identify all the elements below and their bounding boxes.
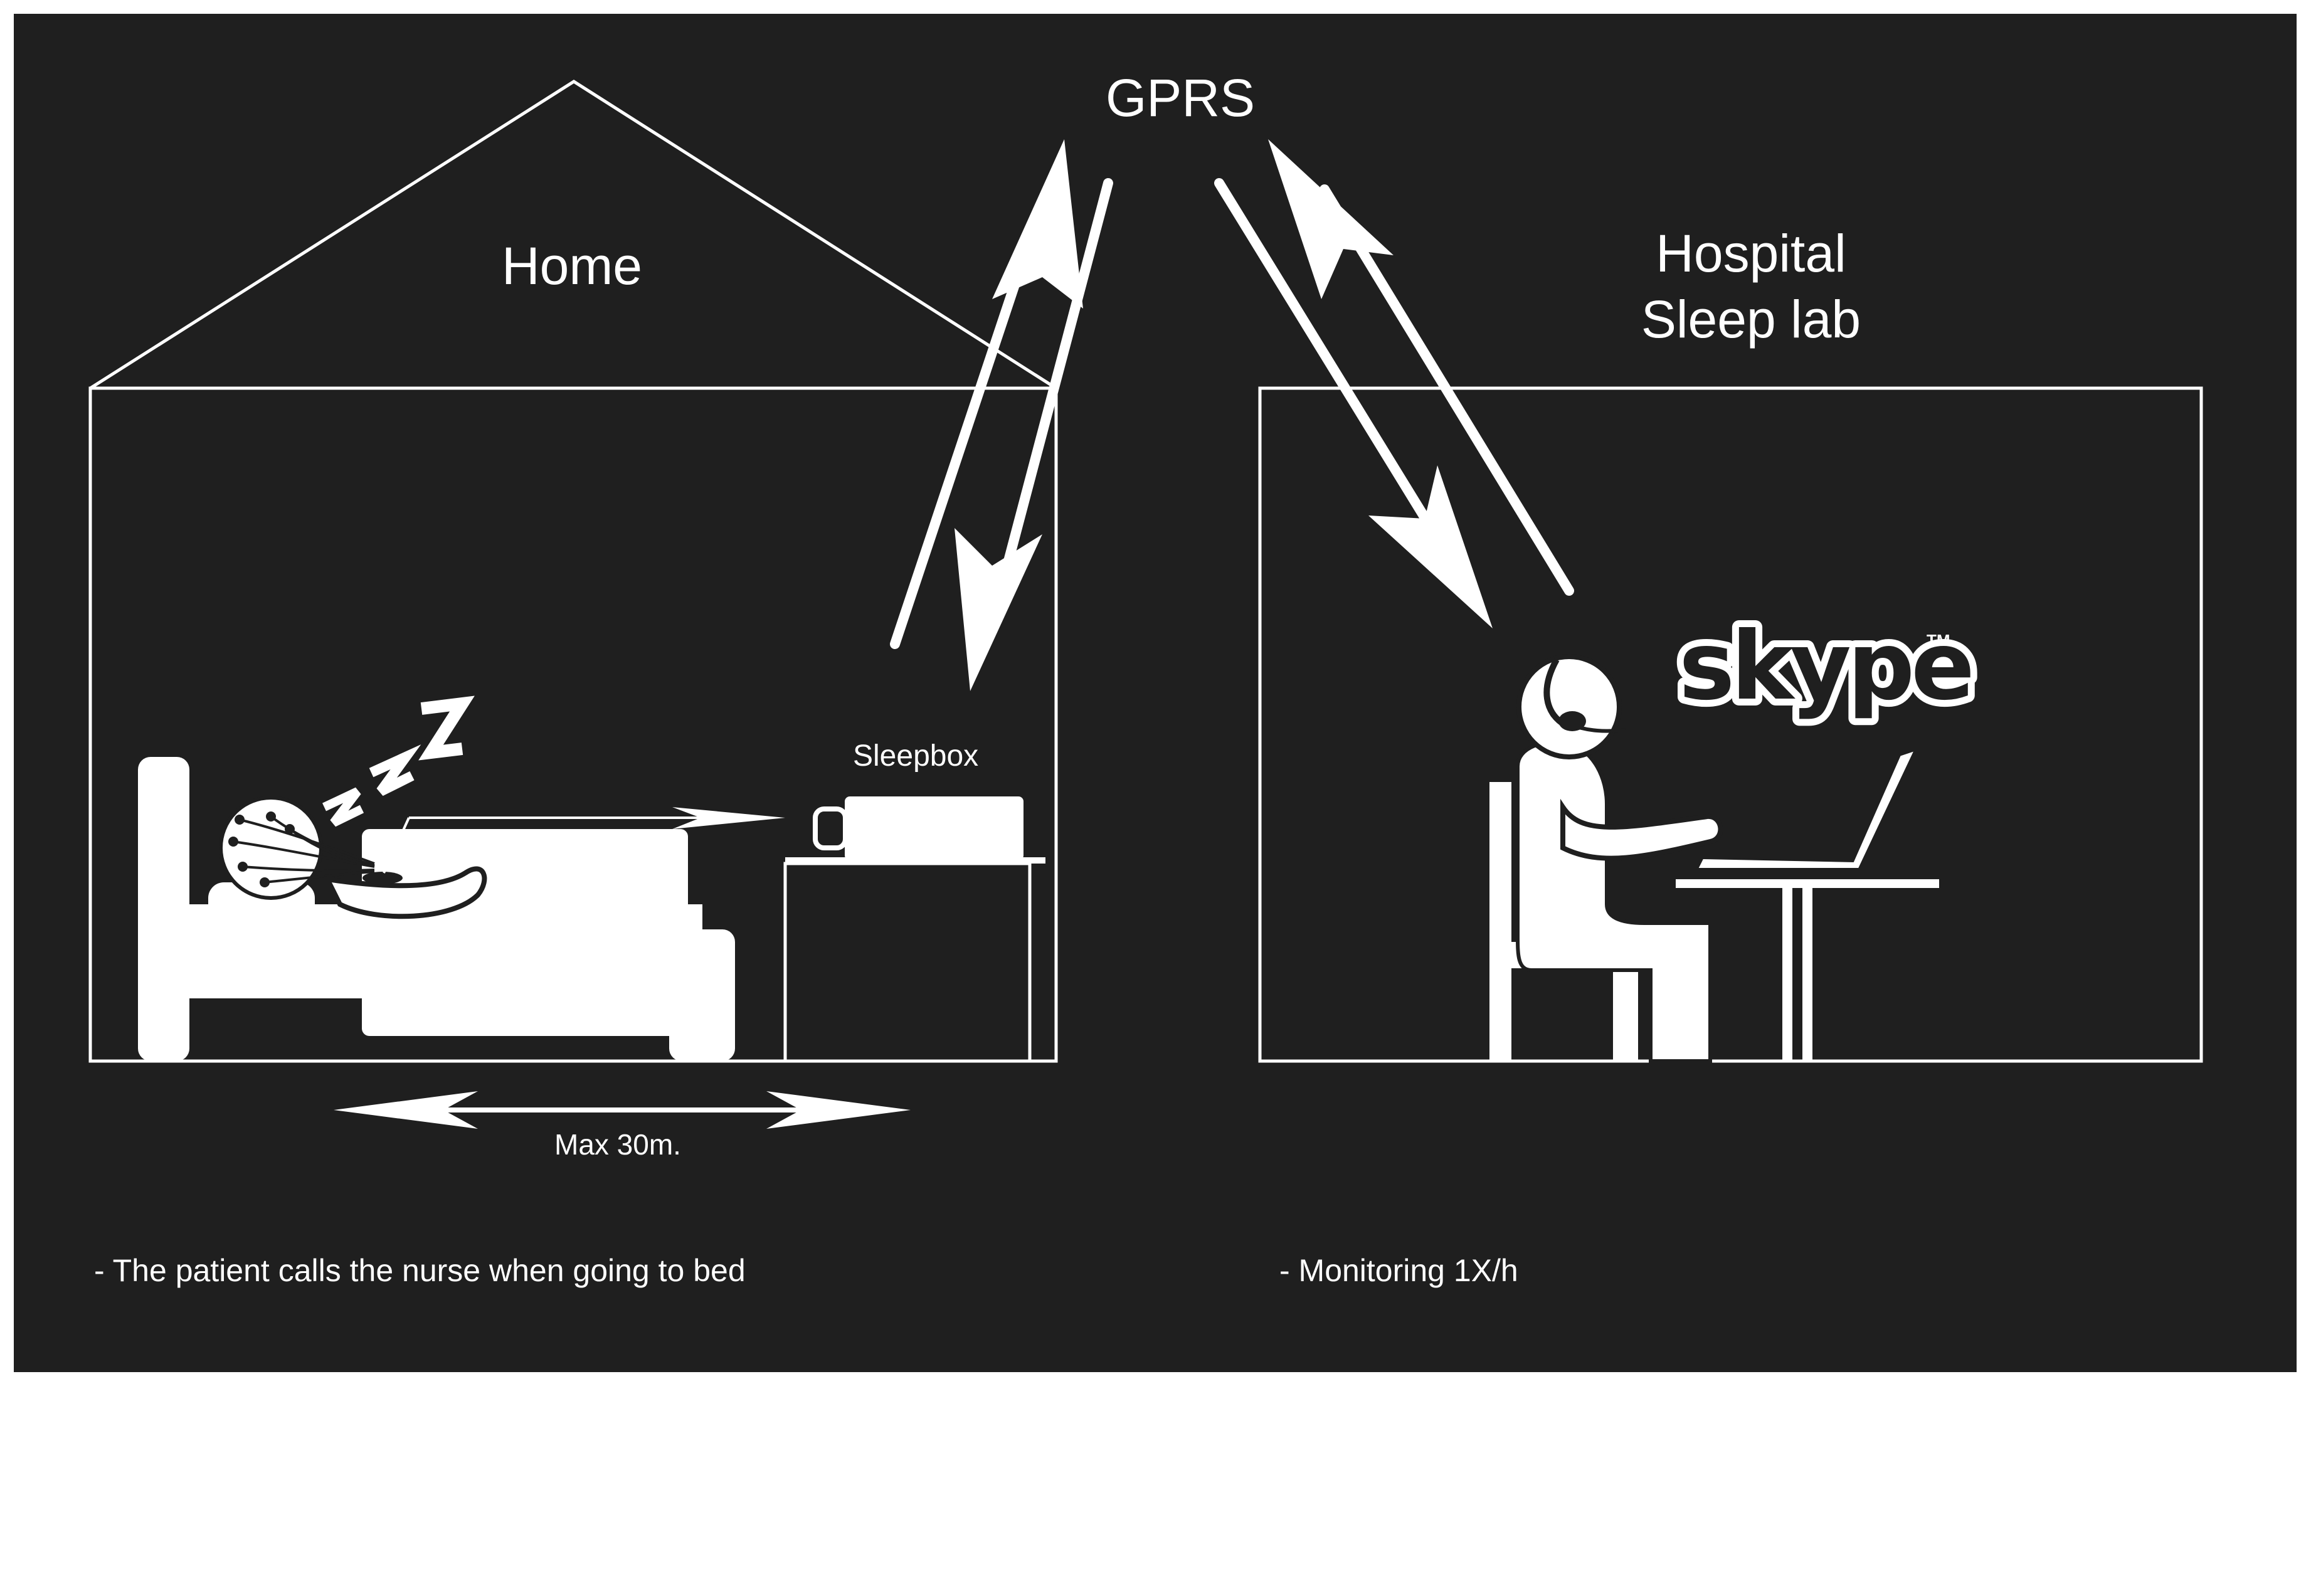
hospital-notes: - Monitoring 1X/h - Loss of signal : the… xyxy=(1279,1175,1989,1596)
skype-logo: skype TM xyxy=(1672,605,1982,728)
diagram-graphics: skype TM xyxy=(88,80,2203,1129)
laptop-icon xyxy=(1676,751,1939,1061)
gprs-label: GPRS xyxy=(1105,68,1256,127)
signal-arrow-to-sleepbox xyxy=(409,807,785,829)
distance-arrow xyxy=(334,1091,911,1129)
sleeping-patient-icon xyxy=(219,796,487,919)
sleepbox-device-icon xyxy=(785,796,1045,864)
max-distance-label: Max 30m. xyxy=(554,1128,681,1161)
skype-tm-mark: TM xyxy=(1927,631,1950,650)
hospital-box xyxy=(1258,386,2203,1063)
home-note-line: - The patient calls the nurse when going… xyxy=(94,1253,746,1288)
diagram-canvas: skype TM GPRS Home Hospital Sleep lab Sl… xyxy=(14,14,2297,1518)
hospital-label: Hospital xyxy=(1656,224,1846,283)
house-outline xyxy=(88,80,1058,1063)
home-notes: - The patient calls the nurse when going… xyxy=(94,1175,941,1596)
skype-logo-text: skype xyxy=(1679,612,1971,721)
gprs-arrows xyxy=(890,139,1574,691)
hospital-note-line: - Loss of signal : the nurse calls the p… xyxy=(1279,1368,1989,1403)
zzz-icon xyxy=(322,695,475,827)
bedside-table xyxy=(783,862,1032,1063)
home-note-line: - Able to replace oxymeter, nasal prongs… xyxy=(94,1368,907,1403)
sleep-lab-label: Sleep lab xyxy=(1641,290,1861,349)
hospital-note-line: Skype™ xyxy=(1279,1482,1415,1518)
nurse-headset-icon xyxy=(1489,654,1723,1063)
home-label: Home xyxy=(501,236,643,295)
home-note-line: in case of signal loss detected by the n… xyxy=(94,1482,941,1518)
hospital-note-line: - Monitoring 1X/h xyxy=(1279,1253,1518,1288)
sleepbox-label: Sleepbox xyxy=(853,739,979,773)
